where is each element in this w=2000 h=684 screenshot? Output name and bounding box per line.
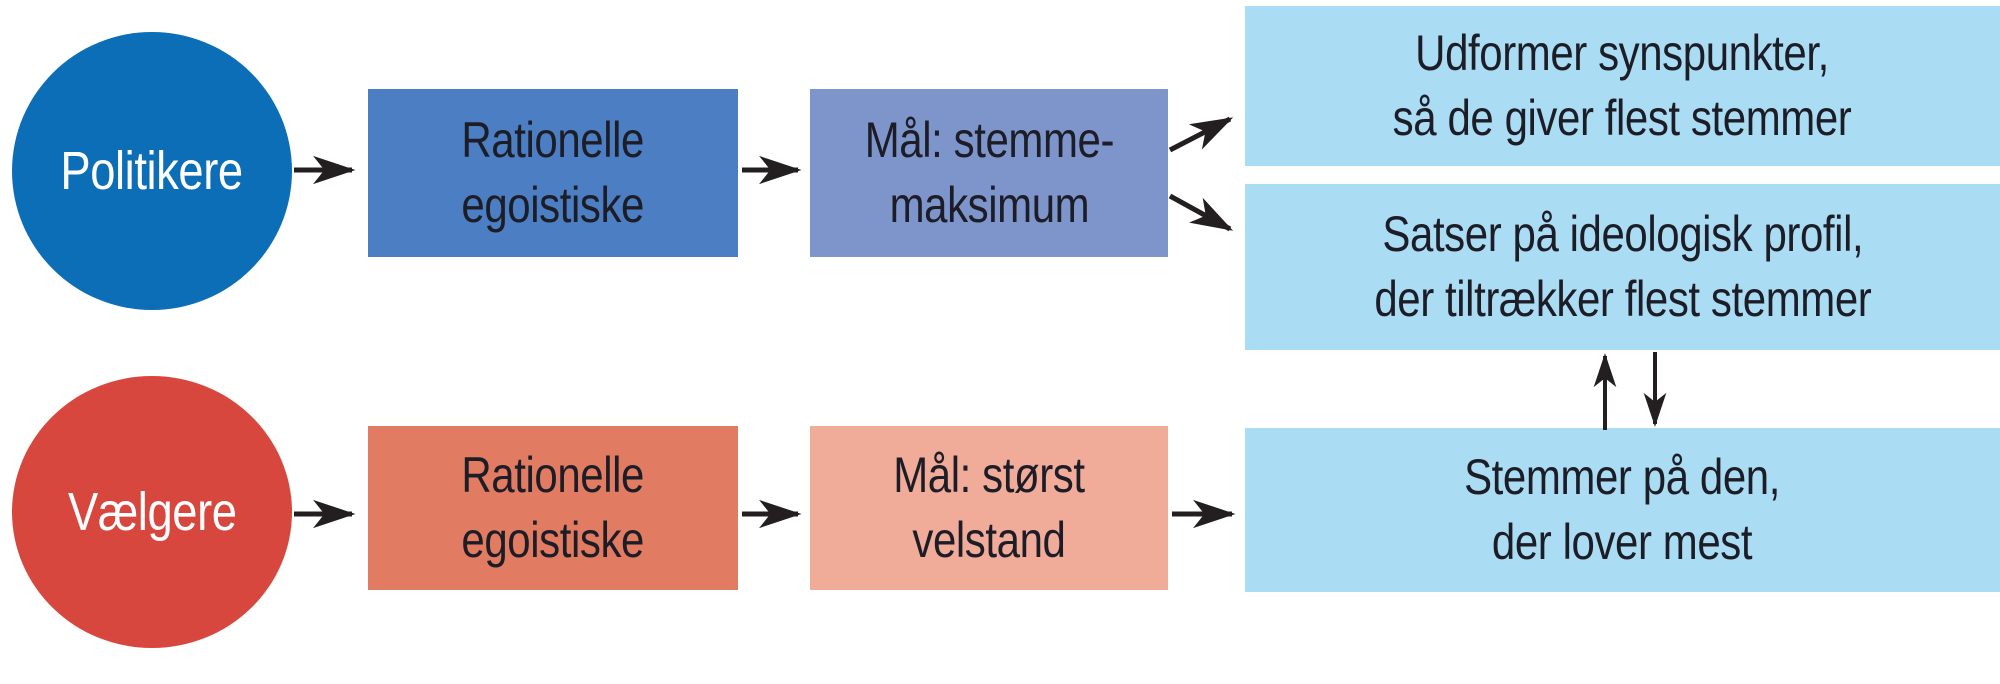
- box-voters-goal: Mål: størst velstand: [810, 426, 1168, 590]
- box-outcome-viewpoints: Udformer synspunkter, så de giver flest …: [1245, 6, 2000, 166]
- outcome1-line-2: så de giver flest stemmer: [1393, 90, 1852, 146]
- voters-goal-line-2: velstand: [912, 512, 1066, 568]
- outcome1-line-1: Udformer synspunkter,: [1415, 25, 1830, 81]
- outcome2-line-1: Satser på ideologisk profil,: [1382, 206, 1863, 262]
- box-outcome-votes-label: Stemmer på den, der lover mest: [1465, 445, 1781, 575]
- trait-line-1: Rationelle: [461, 112, 645, 168]
- box-politicians-trait-label: Rationelle egoistiske: [462, 108, 645, 238]
- trait-line-2: egoistiske: [461, 177, 645, 233]
- arrow-goal-to-viewpoints-icon: [1168, 116, 1234, 153]
- actor-politicians-circle: Politikere: [12, 32, 292, 310]
- arrow-goal-to-ideology-icon: [1168, 193, 1234, 232]
- box-voters-goal-label: Mål: størst velstand: [893, 443, 1085, 573]
- outcome2-line-2: der tiltrækker flest stemmer: [1373, 271, 1871, 327]
- actor-voters-label: Vælgere: [67, 481, 237, 542]
- goal-line-2: maksimum: [889, 177, 1089, 233]
- actor-politicians-label: Politikere: [60, 140, 244, 201]
- box-outcome-ideology-label: Satser på ideologisk profil, der tiltræk…: [1374, 202, 1871, 332]
- box-voters-trait: Rationelle egoistiske: [368, 426, 738, 590]
- votes-line-2: der lover mest: [1492, 514, 1753, 570]
- box-politicians-goal: Mål: stemme- maksimum: [810, 89, 1168, 257]
- box-outcome-votes: Stemmer på den, der lover mest: [1245, 428, 2000, 592]
- box-outcome-ideology: Satser på ideologisk profil, der tiltræk…: [1245, 184, 2000, 350]
- votes-line-1: Stemmer på den,: [1464, 449, 1781, 505]
- box-politicians-goal-label: Mål: stemme- maksimum: [864, 108, 1114, 238]
- actor-voters-circle: Vælgere: [12, 376, 292, 648]
- box-outcome-viewpoints-label: Udformer synspunkter, så de giver flest …: [1393, 21, 1852, 151]
- box-voters-trait-label: Rationelle egoistiske: [462, 443, 645, 573]
- voters-goal-line-1: Mål: størst: [893, 447, 1085, 503]
- box-politicians-trait: Rationelle egoistiske: [368, 89, 738, 257]
- goal-line-1: Mål: stemme-: [864, 112, 1114, 168]
- voters-trait-line-1: Rationelle: [461, 447, 645, 503]
- voters-trait-line-2: egoistiske: [461, 512, 645, 568]
